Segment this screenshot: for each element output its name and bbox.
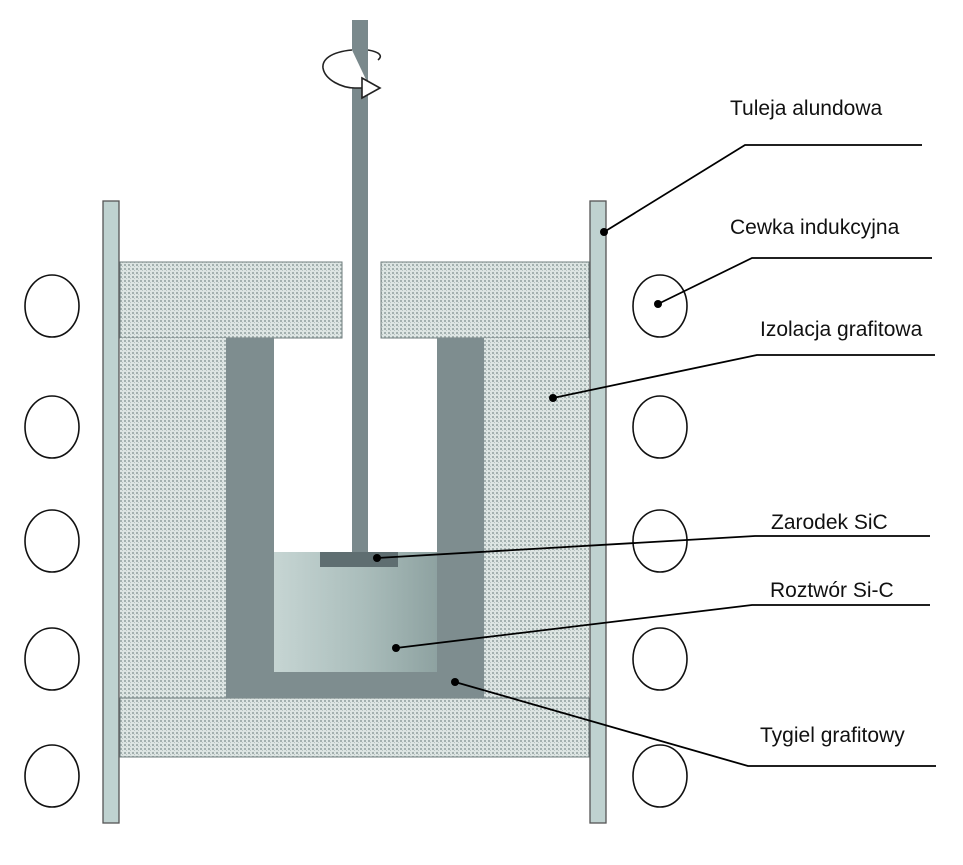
coil-turn-icon [24, 627, 80, 691]
rotation-arrow-icon [322, 49, 382, 100]
coil-turn-icon [24, 274, 80, 338]
leader-izolacja [552, 354, 935, 399]
alundum-tube-right-wall [589, 200, 607, 824]
coil-turn-icon [24, 395, 80, 459]
coil-turn-icon [632, 744, 688, 808]
leader-cewka [657, 257, 932, 305]
insulation-side-left [120, 338, 226, 698]
insulation-lid-left [119, 261, 343, 339]
label-cewka-indukcyjna: Cewka indukcyjna [730, 216, 900, 239]
coil-turn-icon [24, 509, 80, 573]
leader-tygiel [454, 681, 936, 767]
graphite-insulation [119, 261, 590, 758]
label-tygiel-grafitowy: Tygiel grafitowy [760, 724, 905, 747]
coil-turn-icon [24, 744, 80, 808]
insulation-lid-right [380, 261, 590, 339]
leader-tuleja [603, 144, 922, 233]
pulling-rod [352, 20, 368, 552]
label-tuleja-alundowa: Tuleja alundowa [730, 97, 882, 120]
leader-dots [373, 228, 662, 686]
insulation-side-right [484, 338, 589, 698]
si-c-solution [274, 552, 437, 672]
insulation-bottom [119, 697, 590, 758]
coil-turn-icon [632, 395, 688, 459]
label-izolacja-grafitowa: Izolacja grafitowa [760, 318, 923, 341]
induction-coil [24, 274, 688, 808]
leader-zarodek [376, 535, 930, 559]
leader-roztwor [395, 604, 930, 649]
graphite-crucible [226, 338, 484, 698]
sic-seed [320, 552, 398, 567]
leader-lines [376, 144, 936, 767]
label-roztwor-si-c: Roztwór Si-C [770, 579, 894, 602]
alundum-tube-left-wall [102, 200, 120, 824]
label-zarodek-sic: Zarodek SiC [771, 511, 888, 534]
coil-turn-icon [632, 627, 688, 691]
